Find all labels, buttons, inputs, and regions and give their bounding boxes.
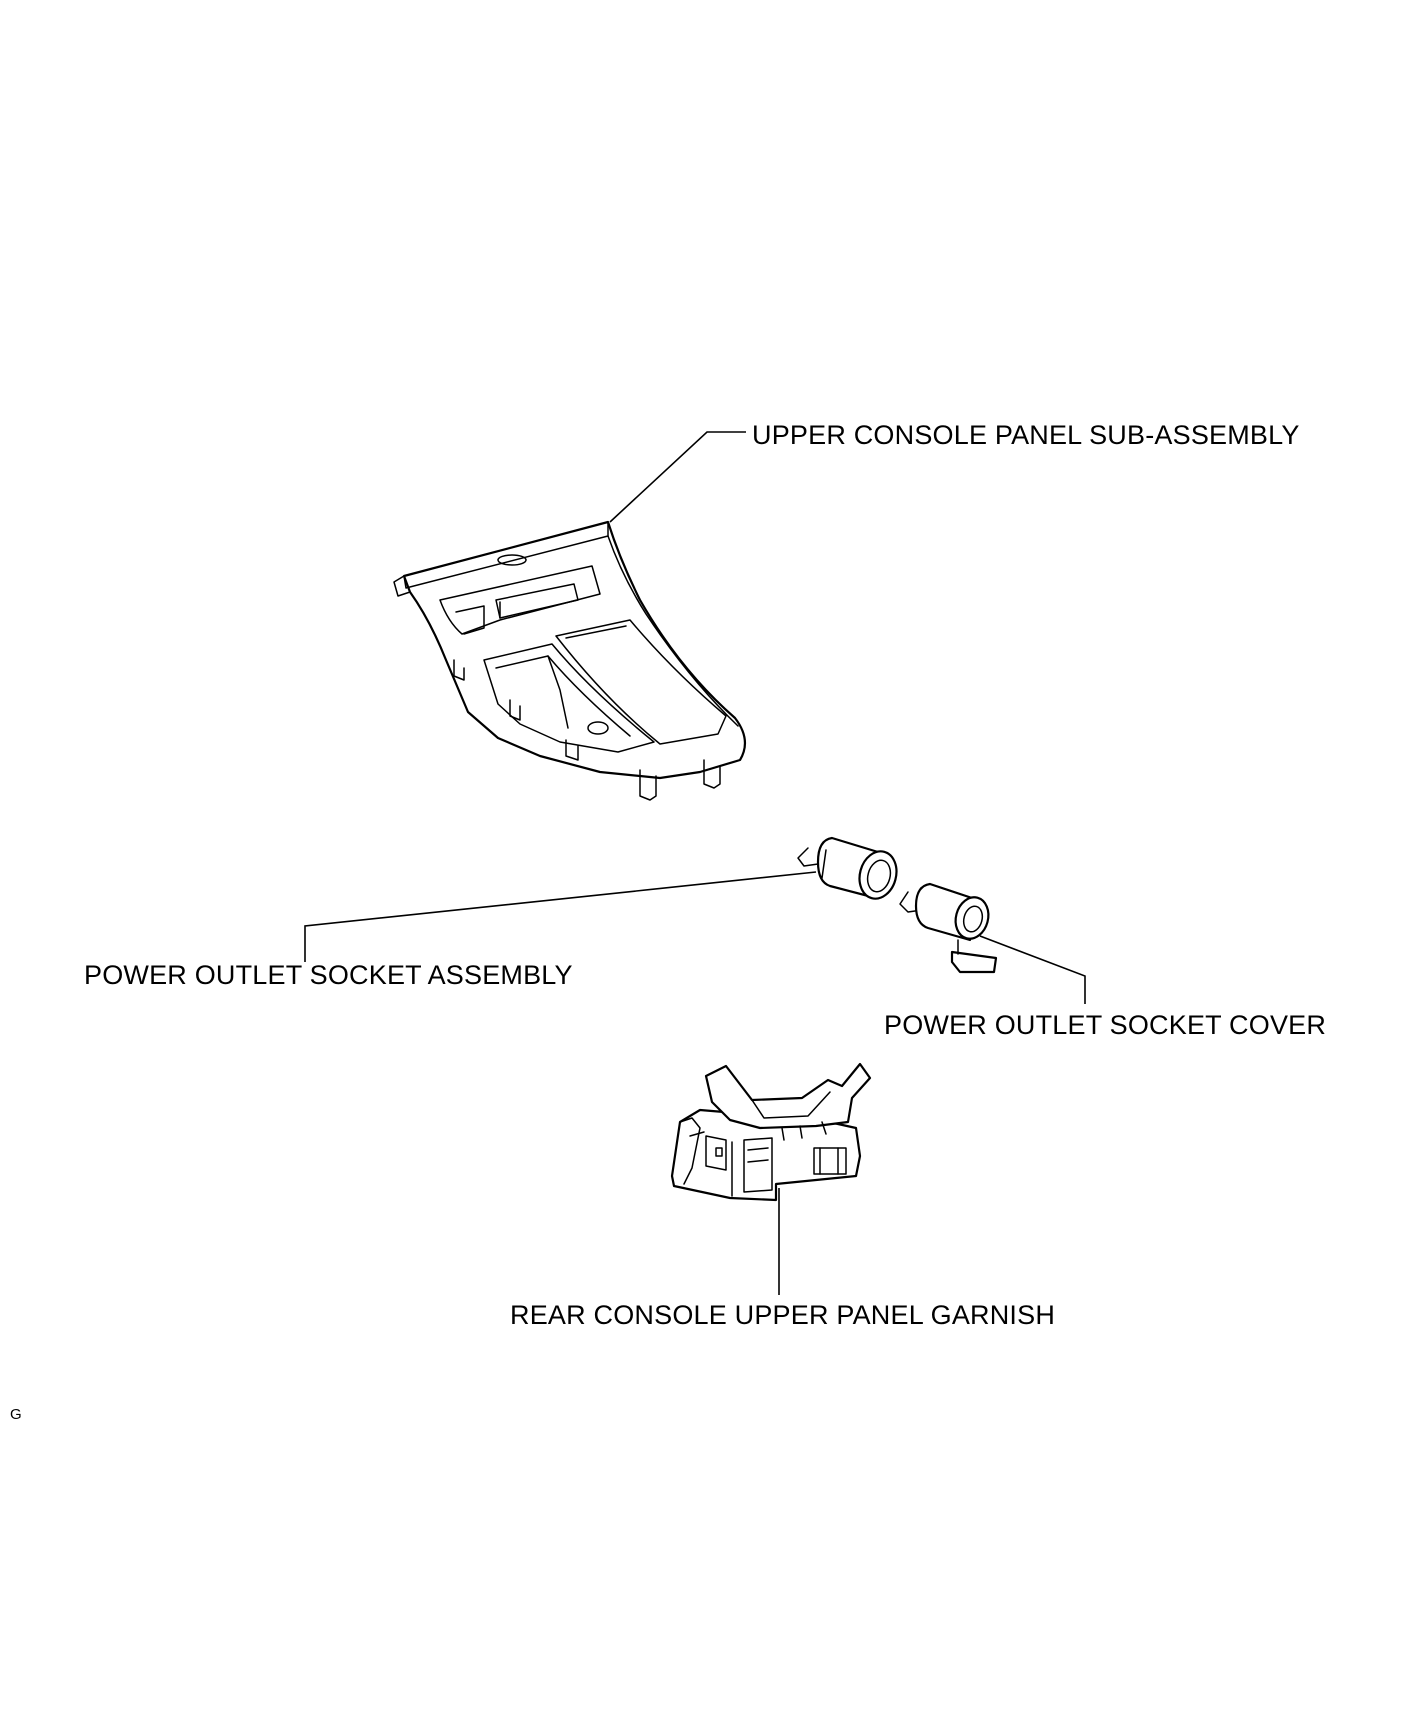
leader-upper-console xyxy=(609,431,746,523)
figure-code: G xyxy=(10,1406,22,1423)
label-upper-console-panel-sub-assembly: UPPER CONSOLE PANEL SUB-ASSEMBLY xyxy=(752,420,1300,450)
label-power-outlet-socket-assembly: POWER OUTLET SOCKET ASSEMBLY xyxy=(84,960,573,990)
power-outlet-socket-assembly-drawing xyxy=(797,836,898,900)
rear-console-upper-panel-garnish-drawing xyxy=(670,1062,872,1202)
label-power-outlet-socket-cover: POWER OUTLET SOCKET COVER xyxy=(884,1010,1327,1040)
power-outlet-socket-cover-drawing xyxy=(899,882,998,974)
leader-socket-assembly xyxy=(304,871,817,962)
leader-lines xyxy=(304,431,1086,1295)
label-rear-console-upper-panel-garnish: REAR CONSOLE UPPER PANEL GARNISH xyxy=(510,1300,1056,1330)
upper-console-panel-drawing xyxy=(393,520,747,801)
leader-socket-cover xyxy=(979,935,1086,1004)
